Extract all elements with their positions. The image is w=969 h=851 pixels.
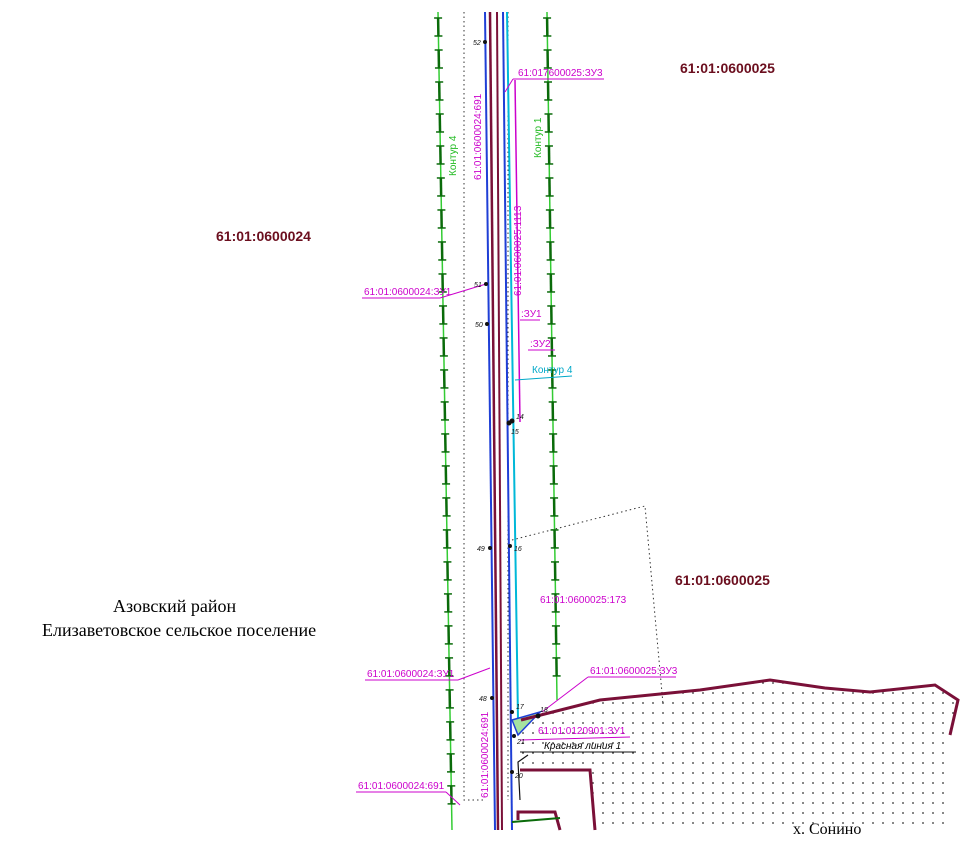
quarter-label-25-mid: 61:01:0600025 — [675, 572, 770, 588]
quarter-label-25-top: 61:01:0600025 — [680, 60, 775, 76]
point-label-49: 49 — [477, 546, 485, 553]
contour-label-4-left: Контур 4 — [448, 135, 459, 176]
point-label-48: 48 — [479, 696, 487, 703]
point-49 — [488, 546, 492, 550]
point-48 — [490, 696, 494, 700]
contour-label-4-cyan: Контур 4 — [532, 365, 573, 376]
contour-label-1: Контур 1 — [533, 117, 544, 158]
contour-4-hatched-line — [434, 12, 455, 830]
point-52 — [483, 40, 487, 44]
parcel-label-zu2: :ЗУ2 — [530, 339, 551, 350]
point-16 — [508, 544, 512, 548]
parcel-label-25-zu3-b: 61:01:0600025:ЗУ3 — [590, 666, 678, 677]
parcel-label-24-691-vertical: 61:01:0600024:691 — [473, 93, 484, 180]
parcel-label-25-173: 61:01:0600025:173 — [540, 595, 627, 606]
parcel-label-zu1: :ЗУ1 — [521, 309, 542, 320]
point-label-18: 18 — [540, 707, 548, 714]
quarter-label-24: 61:01:0600024 — [216, 228, 311, 244]
parcel-label-017-zu3: 61:017600025:ЗУ3 — [518, 68, 603, 79]
village-label: х. Сонино — [793, 821, 861, 838]
point-21 — [512, 734, 516, 738]
parcel-label-24-zu1-b: 61:01:0600024:ЗУ1 — [367, 669, 455, 680]
red-line-label: Красная линия 1 — [544, 741, 621, 752]
parcel-label-24-691-h: 61:01:0600024:691 — [358, 781, 445, 792]
point-15 — [507, 421, 512, 426]
point-label-16: 16 — [514, 546, 522, 553]
point-label-20: 20 — [514, 773, 523, 780]
point-label-15: 15 — [511, 429, 519, 436]
leader-24-691-h-diag — [446, 792, 460, 805]
point-label-50: 50 — [475, 322, 483, 329]
point-50 — [485, 322, 489, 326]
parcel-label-120901-zu1: 61:01:0120901:ЗУ1 — [538, 726, 626, 737]
settlement-label: Елизаветовское сельское поселение — [42, 620, 316, 640]
point-20 — [510, 770, 514, 774]
point-label-14: 14 — [516, 414, 524, 421]
point-51 — [484, 282, 488, 286]
parcel-label-25-1113-vertical: 61:01:0600025:1113 — [513, 205, 524, 296]
leader-kontur4-cyan — [515, 376, 572, 380]
parcel-label-24-zu1-a: 61:01:0600024:ЗУ1 — [364, 287, 452, 298]
point-17 — [510, 710, 514, 714]
parcel-label-24-691-vertical-2: 61:01:0600024:691 — [480, 711, 491, 798]
point-label-52: 52 — [473, 40, 481, 47]
point-label-17: 17 — [516, 704, 525, 711]
point-label-51: 51 — [474, 282, 482, 289]
point-label-21: 21 — [516, 739, 525, 746]
leader-24-zu1-b-diag — [458, 668, 490, 680]
district-label: Азовский район — [113, 596, 237, 616]
point-18 — [536, 714, 541, 719]
